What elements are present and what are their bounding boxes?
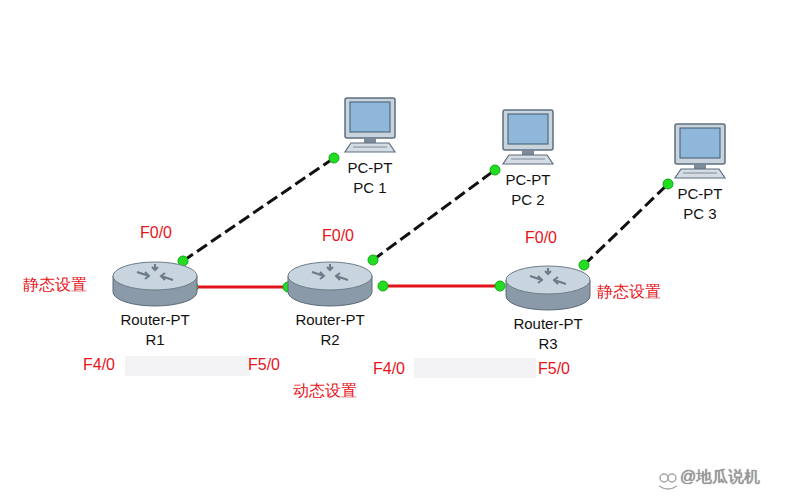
pc-icon xyxy=(337,96,403,158)
interface-label: F0/0 xyxy=(525,228,557,248)
pc-icon xyxy=(667,122,733,184)
interface-label: F5/0 xyxy=(248,355,280,375)
pc-device: PC-PTPC 3 xyxy=(655,122,745,224)
interface-label: F5/0 xyxy=(538,359,570,379)
link-status-dot xyxy=(495,281,505,291)
interface-label: 动态设置 xyxy=(293,381,357,401)
router-device: Router-PTR1 xyxy=(95,258,215,350)
device-model: Router-PT xyxy=(488,314,608,334)
link-status-dot xyxy=(378,281,388,291)
interface-label: F4/0 xyxy=(373,359,405,379)
ethernet-cable xyxy=(373,170,495,260)
device-name: PC 2 xyxy=(483,190,573,210)
device-name: R2 xyxy=(270,330,390,350)
link-status-dot xyxy=(329,153,339,163)
router-device: Router-PTR3 xyxy=(488,262,608,354)
interface-label: F0/0 xyxy=(140,223,172,243)
device-name: PC 3 xyxy=(655,204,745,224)
link-status-dot xyxy=(579,260,589,270)
device-name: PC 1 xyxy=(325,178,415,198)
pc-device: PC-PTPC 2 xyxy=(483,108,573,210)
ethernet-cable xyxy=(183,158,334,261)
device-name: R1 xyxy=(95,330,215,350)
link-status-dot xyxy=(663,179,673,189)
device-model: PC-PT xyxy=(655,184,745,204)
pc-icon xyxy=(495,108,561,170)
device-model: Router-PT xyxy=(270,310,390,330)
router-device: Router-PTR2 xyxy=(270,258,390,350)
device-name: R3 xyxy=(488,334,608,354)
link-status-dot xyxy=(368,255,378,265)
interface-label: F4/0 xyxy=(83,355,115,375)
interface-label: 静态设置 xyxy=(23,275,87,295)
interface-band xyxy=(125,356,250,376)
device-model: Router-PT xyxy=(95,310,215,330)
pc-device: PC-PTPC 1 xyxy=(325,96,415,198)
interface-label: F0/0 xyxy=(322,226,354,246)
watermark: @地瓜说机 xyxy=(680,467,760,487)
device-model: PC-PT xyxy=(325,158,415,178)
serial-link xyxy=(383,285,500,288)
router-icon xyxy=(107,258,203,310)
device-model: PC-PT xyxy=(483,170,573,190)
router-icon xyxy=(282,258,378,310)
interface-label: 静态设置 xyxy=(597,282,661,302)
link-status-dot xyxy=(490,165,500,175)
watermark-logo xyxy=(659,474,677,489)
interface-band xyxy=(414,358,536,378)
router-icon xyxy=(500,262,596,314)
ethernet-cable xyxy=(584,184,668,265)
serial-link xyxy=(193,286,288,289)
